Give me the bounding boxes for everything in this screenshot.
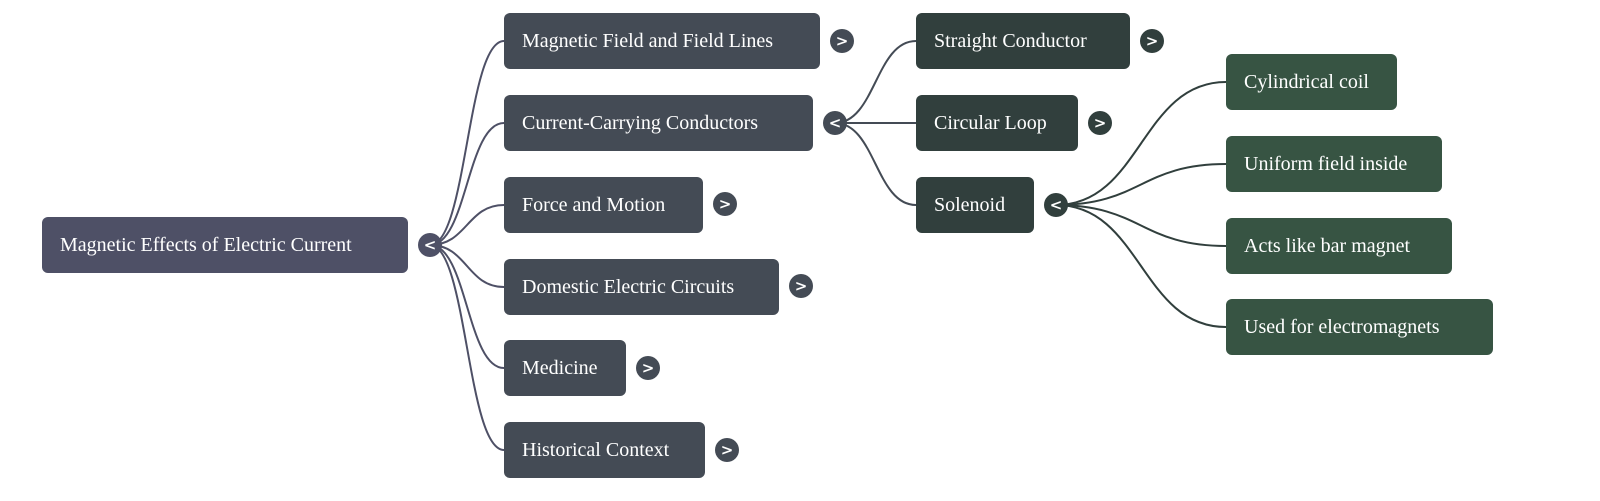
expand-toggle-historical-context[interactable]: > (715, 438, 739, 462)
edge-magnetic-field (429, 40, 505, 246)
expand-toggle-force-and-motion[interactable]: > (713, 192, 737, 216)
node-solenoid[interactable]: Solenoid (916, 177, 1034, 233)
expand-toggle-magnetic-field[interactable]: > (830, 29, 854, 53)
node-cylindrical-coil[interactable]: Cylindrical coil (1226, 54, 1397, 110)
node-medicine[interactable]: Medicine (504, 340, 626, 396)
node-force-and-motion[interactable]: Force and Motion (504, 177, 703, 233)
collapse-toggle-solenoid[interactable]: < (1044, 193, 1068, 217)
node-acts-like-bar-magnet[interactable]: Acts like bar magnet (1226, 218, 1452, 274)
edge-historical-context (429, 244, 505, 451)
node-root[interactable]: Magnetic Effects of Electric Current (42, 217, 408, 273)
expand-toggle-domestic-electric-circuits[interactable]: > (789, 274, 813, 298)
edge-cylindrical-coil (1055, 81, 1227, 206)
expand-toggle-circular-loop[interactable]: > (1088, 111, 1112, 135)
expand-toggle-straight-conductor[interactable]: > (1140, 29, 1164, 53)
expand-toggle-medicine[interactable]: > (636, 356, 660, 380)
edge-current-carrying-conductors (429, 122, 505, 246)
node-magnetic-field[interactable]: Magnetic Field and Field Lines (504, 13, 820, 69)
edge-acts-like-bar-magnet (1055, 204, 1227, 247)
node-current-carrying-conductors[interactable]: Current-Carrying Conductors (504, 95, 813, 151)
node-historical-context[interactable]: Historical Context (504, 422, 705, 478)
edge-straight-conductor (834, 40, 917, 124)
node-domestic-electric-circuits[interactable]: Domestic Electric Circuits (504, 259, 779, 315)
node-used-for-electromagnets[interactable]: Used for electromagnets (1226, 299, 1493, 355)
edge-solenoid (834, 122, 917, 206)
collapse-toggle-root[interactable]: < (418, 233, 442, 257)
edge-uniform-field-inside (1055, 163, 1227, 206)
edge-used-for-electromagnets (1055, 204, 1227, 328)
edge-medicine (429, 244, 505, 369)
collapse-toggle-current-carrying-conductors[interactable]: < (823, 111, 847, 135)
node-uniform-field-inside[interactable]: Uniform field inside (1226, 136, 1442, 192)
node-straight-conductor[interactable]: Straight Conductor (916, 13, 1130, 69)
node-circular-loop[interactable]: Circular Loop (916, 95, 1078, 151)
